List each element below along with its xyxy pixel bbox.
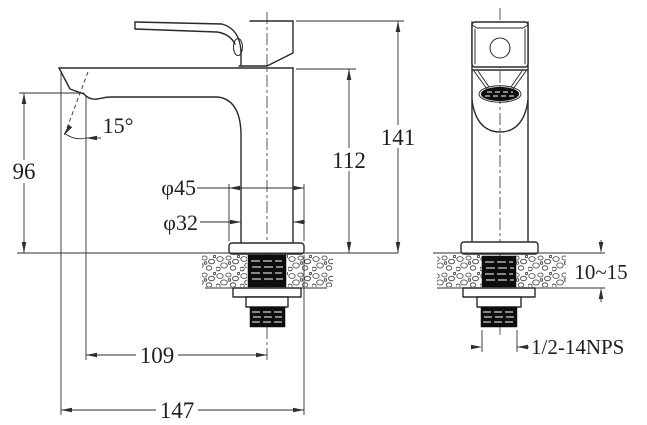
dim-109-label: 109 [140,343,175,368]
front-spout-face [471,69,529,133]
base-flange-front [460,241,539,255]
dim-96-label: 96 [13,159,36,184]
deck-hatch-right [287,255,333,287]
dim-overall-length: 147 [60,73,305,423]
dim-body-height: 112 [296,68,367,253]
inlet-thread-section-front [481,255,517,288]
spout-underside-curve [471,99,529,133]
mounting-nut-front [476,296,522,308]
dim-spout-outlet-height: 96 [11,92,84,253]
inlet-thread-section [247,254,287,288]
dim-dia32-label: φ32 [163,210,198,235]
spout-body-outline [58,67,294,244]
base-flange-side [228,242,305,255]
dim-base-diameter: φ45 [153,175,305,241]
dim-141-label: 141 [381,125,416,150]
dimension-annotations: 96 15° φ45 φ32 [11,20,636,423]
handle-neck-detail [233,38,243,56]
mounting-washer-front [462,287,536,298]
dim-dia45-label: φ45 [161,175,196,200]
deck-section-side [17,252,398,328]
dim-147-label: 147 [160,398,195,423]
deck-hatch-left [202,255,247,287]
aerator [480,86,520,102]
dim-112-label: 112 [332,148,366,173]
dim-spout-angle: 15° [63,71,134,141]
dim-10-15-label: 10~15 [574,260,627,284]
front-handle-cap [471,21,529,68]
side-view [17,12,398,362]
dim-overall-height: 141 [296,20,416,253]
mounting-washer-side [232,287,302,298]
dim-inlet-thread: 1/2-14NPS [471,330,624,359]
dim-15deg-label: 15° [103,113,134,138]
mounting-nut-side [245,296,289,308]
deck-hatch-right-front [516,255,566,287]
spout-angled-face [58,67,85,95]
deck-section-front [433,252,605,328]
handle-lever-outline [134,20,294,67]
handle-cap-hole [489,37,511,59]
front-view [433,8,605,338]
dim-body-diameter: φ32 [152,210,305,235]
deck-hatch-left-front [437,255,482,287]
dim-spout-reach: 109 [85,96,267,368]
dim-thread-label: 1/2-14NPS [531,335,624,359]
dim-deck-thickness: 10~15 [566,240,636,302]
